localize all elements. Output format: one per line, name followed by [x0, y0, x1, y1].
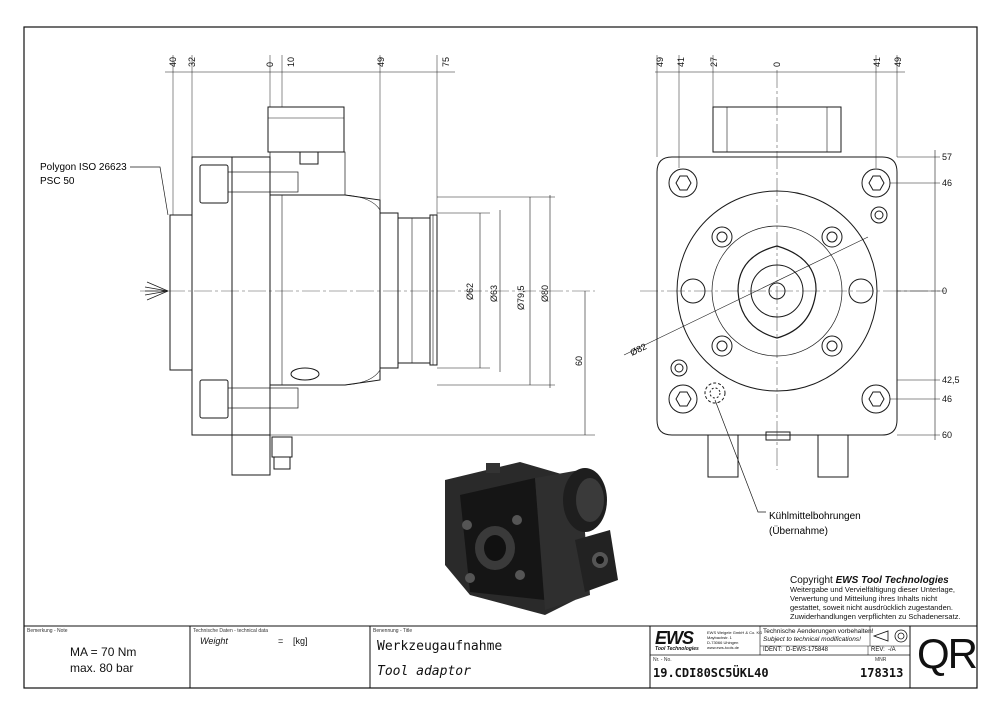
dim-label: 46: [942, 178, 952, 188]
company-line: Maybachstr. 1: [707, 635, 732, 640]
front-view-right-dims: 57 46 0 42,5 46 60: [942, 152, 960, 440]
dim-label: 60: [942, 430, 952, 440]
remark-label: Bemerkung - Note: [27, 628, 68, 634]
copyright-line: gestattet, soweit nicht ausdrücklich zug…: [790, 603, 954, 612]
title-label: Benennung - Title: [373, 628, 413, 634]
diameter-label: Ø62: [465, 283, 475, 300]
notice-english: Subject to technical modifications!: [763, 636, 861, 643]
company-line: www.ews-tools.de: [707, 645, 740, 650]
company-address: EWS Weigele GmbH & Co. KG Maybachstr. 1 …: [707, 630, 762, 650]
remark-pressure: max. 80 bar: [70, 661, 134, 675]
company-line: EWS Weigele GmbH & Co. KG: [707, 630, 763, 635]
ident-label: IDENT:: [763, 647, 783, 653]
part-number: 19.CDI80SC5ÜKL40: [653, 666, 769, 680]
dim-label: 46: [942, 394, 952, 404]
rev-value: -/A: [888, 647, 896, 653]
title-english: Tool adaptor: [377, 664, 471, 679]
polygon-callout-line1: Polygon ISO 26623: [40, 162, 127, 173]
mnr-value: 178313: [860, 666, 904, 680]
dim-label: 41: [676, 57, 686, 67]
number-label: Nr. - No.: [653, 657, 672, 663]
front-diameter-label: Ø82: [628, 341, 648, 357]
dim-label: 42,5: [942, 375, 960, 385]
weight-equals: =: [278, 636, 284, 646]
projection-symbol: [872, 629, 908, 643]
dim-label: 40: [168, 57, 178, 67]
copyright-title: Copyright EWS Tool Technologies: [790, 575, 980, 586]
copyright-line: Verwertung und Mitteilung ihres Inhalts …: [790, 594, 938, 603]
dim-label: 49: [655, 57, 665, 67]
sheet-border: [23, 26, 978, 689]
copyright-block: Copyright EWS Tool Technologies Weiterga…: [790, 575, 980, 622]
dim-label: 41: [872, 57, 882, 67]
rev-label: REV:: [871, 647, 885, 653]
ident-value: D-EWS-175848: [786, 647, 829, 653]
dim-label: 10: [286, 57, 296, 67]
dim-label: 0: [265, 62, 275, 67]
weight-label: Weight: [200, 636, 228, 646]
dim-label: 32: [187, 57, 197, 67]
copyright-line: Zuwiderhandlungen verpflichten zu Schade…: [790, 612, 961, 621]
coolant-callout-line1: Kühlmittelbohrungen: [769, 511, 861, 522]
ews-logo: EWS: [655, 628, 694, 648]
remark-torque: MA = 70 Nm: [70, 645, 137, 659]
dim-label: 0: [942, 286, 947, 296]
qr-code-label: QR: [917, 630, 978, 677]
copyright-line: Weitergabe und Vervielfältigung dieser U…: [790, 585, 955, 594]
dim-label: 0: [772, 62, 782, 67]
diameter-label: Ø79,5: [516, 285, 526, 310]
company-line: D-73066 Uhingen: [707, 640, 739, 645]
side-view-diameters: Ø62 Ø63 Ø79,5 Ø80 60: [465, 283, 584, 366]
ews-logo-sub: Tool Technologies: [655, 646, 699, 652]
polygon-callout-line2: PSC 50: [40, 176, 75, 187]
copyright-prefix: Copyright: [790, 575, 836, 586]
side-view-top-dims: 40 32 0 10 49 75: [168, 57, 451, 67]
tech-data-label: Technische Daten - technical data: [193, 628, 269, 634]
weight-unit: [kg]: [293, 636, 308, 646]
dim-label: 60: [574, 356, 584, 366]
title-german: Werkzeugaufnahme: [377, 639, 503, 654]
diameter-label: Ø63: [489, 285, 499, 302]
title-block-lines: [24, 625, 977, 688]
mnr-label: MNR: [875, 657, 887, 663]
front-view-top-dims: 49 41 27 0 41 49: [655, 57, 903, 67]
coolant-callout-line2: (Übernahme): [769, 525, 828, 537]
isometric-render: [445, 462, 618, 615]
copyright-brand: EWS Tool Technologies: [835, 575, 949, 586]
dim-label: 49: [893, 57, 903, 67]
notice-german: Technische Aenderungen vorbehalten!: [763, 628, 874, 635]
dim-label: 57: [942, 152, 952, 162]
diameter-label: Ø80: [540, 285, 550, 302]
dim-label: 49: [376, 57, 386, 67]
dim-label: 27: [709, 57, 719, 67]
side-view: [130, 55, 595, 476]
dim-label: 75: [441, 57, 451, 67]
front-view: [623, 55, 945, 513]
